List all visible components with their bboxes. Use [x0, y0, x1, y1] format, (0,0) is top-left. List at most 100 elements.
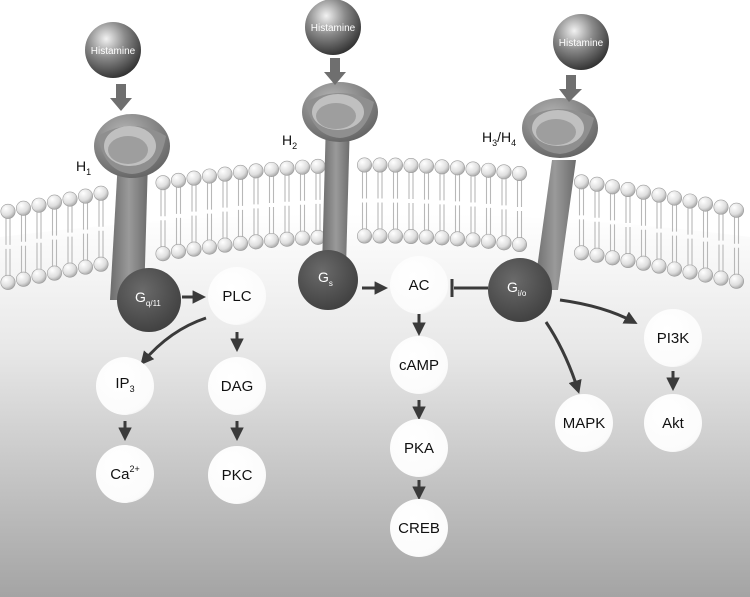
- lipid-tail: [470, 174, 476, 234]
- lipid-head: [465, 161, 481, 177]
- lipid-head: [186, 241, 202, 257]
- lipid-head: [620, 253, 636, 269]
- lipid-head: [449, 160, 465, 176]
- cell-membrane: [0, 157, 744, 290]
- node-plc: PLC: [208, 267, 266, 325]
- lipid-head: [78, 188, 94, 204]
- lipid-head: [186, 170, 202, 186]
- g-protein-gq11: Gq/11: [117, 268, 181, 332]
- lipid-head: [666, 261, 682, 277]
- lipid-head: [418, 158, 434, 174]
- lipid-tail: [625, 195, 631, 255]
- lipid-head: [604, 250, 620, 266]
- lipid-head: [0, 274, 16, 290]
- node-pkc: PKC: [208, 446, 266, 504]
- lipid-head: [604, 179, 620, 195]
- lipid-head: [93, 185, 109, 201]
- svg-text:AC: AC: [409, 277, 430, 294]
- lipid-tail: [36, 211, 42, 271]
- lipid-tail: [671, 204, 678, 264]
- lipid-head: [372, 228, 388, 244]
- lipid-head: [666, 190, 682, 206]
- arrow-gi-pi3k: [559, 298, 638, 324]
- lipid-head: [573, 174, 589, 190]
- lipid-tail: [98, 199, 104, 259]
- lipid-head: [511, 237, 527, 253]
- lipid-tail: [268, 175, 275, 235]
- lipid-head: [15, 271, 31, 287]
- lipid-head: [202, 239, 218, 255]
- lipid-tail: [5, 217, 11, 277]
- receptor-h3-h4-label: H3/H4: [482, 129, 516, 148]
- lipid-head: [279, 231, 295, 247]
- lipid-head: [713, 270, 729, 286]
- lipid-head: [589, 247, 605, 263]
- node-mapk: MAPK: [555, 394, 613, 452]
- lipid-tail: [51, 208, 58, 268]
- lipid-head: [496, 164, 512, 180]
- svg-text:MAPK: MAPK: [563, 415, 606, 432]
- lipid-head: [434, 159, 450, 175]
- node-ac: AC: [390, 256, 448, 314]
- svg-text:Gq/11: Gq/11: [135, 289, 161, 308]
- lipid-tail: [299, 173, 306, 233]
- binding-arrow-h1: [110, 84, 132, 111]
- lipid-head: [217, 237, 233, 253]
- lipid-head: [356, 228, 372, 244]
- svg-text:Gi/o: Gi/o: [507, 279, 527, 298]
- lipid-head: [465, 232, 481, 248]
- lipid-head: [589, 176, 605, 192]
- lipid-head: [449, 231, 465, 247]
- lipid-head: [46, 194, 62, 210]
- lipid-head: [62, 262, 78, 278]
- lipid-head: [171, 243, 187, 259]
- lipid-tail: [439, 172, 445, 232]
- lipid-tail: [702, 210, 709, 270]
- lipid-head: [310, 158, 326, 174]
- svg-text:PKA: PKA: [404, 440, 434, 457]
- receptor-h2: [302, 82, 378, 268]
- svg-text:cAMP: cAMP: [399, 357, 439, 374]
- receptor-h1-label: H1: [76, 158, 91, 177]
- lipid-tail: [578, 187, 585, 247]
- lipid-tail: [222, 180, 228, 240]
- lipid-head: [480, 162, 496, 178]
- svg-text:CREB: CREB: [398, 520, 440, 537]
- lipid-head: [728, 202, 744, 218]
- lipid-head: [387, 228, 403, 244]
- svg-text:IP3: IP3: [115, 375, 134, 394]
- lipid-tail: [315, 172, 321, 232]
- lipid-head: [418, 229, 434, 245]
- receptor-h1: [94, 114, 170, 300]
- lipid-tail: [408, 171, 414, 231]
- lipid-tail: [175, 186, 182, 246]
- node-pi3k: PI3K: [644, 309, 702, 367]
- histamine-label: Histamine: [559, 38, 604, 49]
- lipid-head: [651, 258, 667, 274]
- node-akt: Akt: [644, 394, 702, 452]
- lipid-head: [403, 229, 419, 245]
- node-ip3: IP3: [96, 357, 154, 415]
- lipid-head: [78, 259, 94, 275]
- lipid-tail: [67, 205, 73, 265]
- binding-arrow-h3-h4: [559, 75, 582, 102]
- lipid-tail: [687, 207, 693, 267]
- lipid-head: [279, 160, 295, 176]
- lipid-head: [620, 182, 636, 198]
- lipid-tail: [454, 173, 461, 233]
- histamine-label: Histamine: [311, 23, 356, 34]
- cytoplasm: [0, 213, 750, 597]
- lipid-tail: [594, 190, 600, 250]
- lipid-head: [573, 245, 589, 261]
- svg-text:Gs: Gs: [318, 269, 333, 288]
- lipid-head: [233, 164, 249, 180]
- lipid-head: [372, 157, 388, 173]
- lipid-head: [46, 265, 62, 281]
- lipid-head: [233, 235, 249, 251]
- svg-text:PLC: PLC: [222, 288, 251, 305]
- lipid-tail: [718, 213, 724, 273]
- lipid-tail: [516, 179, 523, 239]
- svg-text:Akt: Akt: [662, 415, 685, 432]
- node-pka: PKA: [390, 419, 448, 477]
